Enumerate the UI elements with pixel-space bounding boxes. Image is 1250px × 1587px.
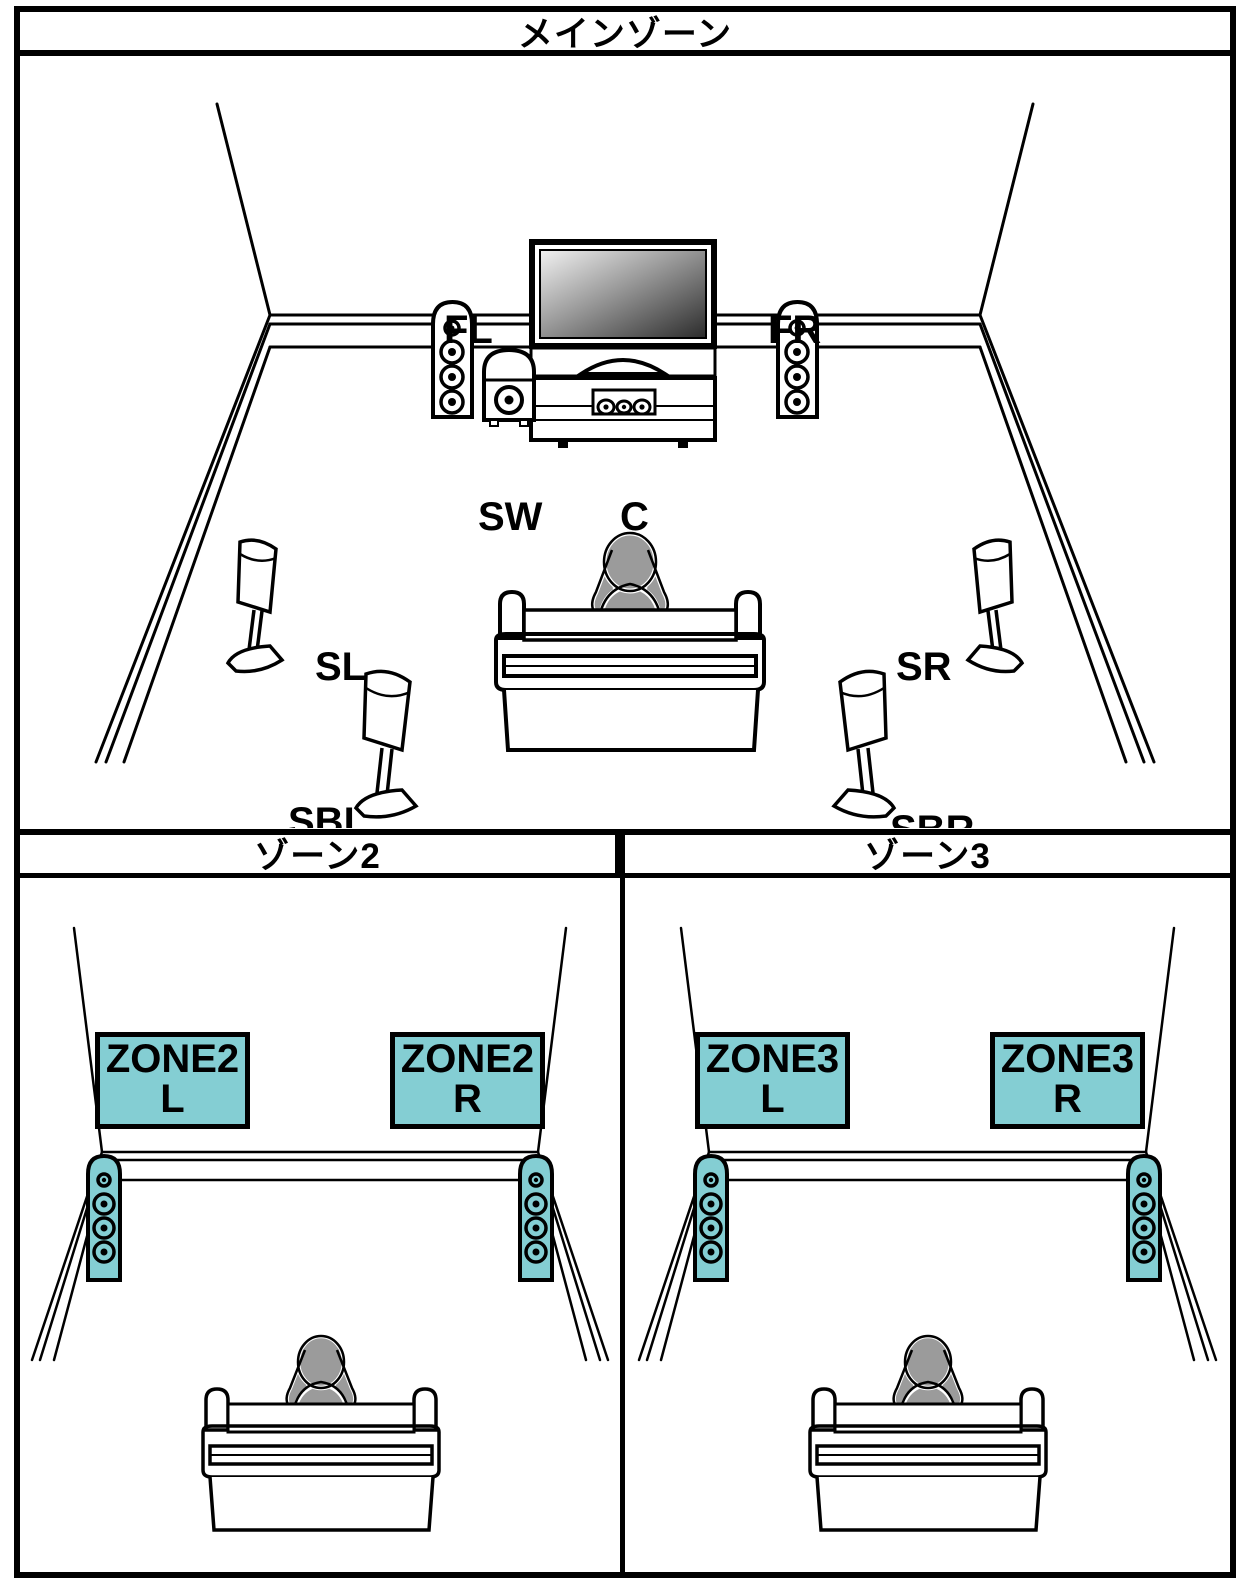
zone3-right-label-line1: ZONE3 [1000,1037,1135,1082]
zone3-panel: ZONE3 L ZONE3 R [625,880,1230,1578]
speaker-label-sl: SL [315,645,367,689]
zone2-right-label-line1: ZONE2 [400,1037,535,1082]
room-side-walls [94,313,1156,764]
speaker-label-fl: FL [444,308,493,352]
room-baseboard [100,1150,540,1182]
zone-section-rule [14,829,1236,835]
zone-vertical-divider [620,829,625,1578]
zone2-left-speaker [86,1153,122,1282]
zone3-title: ゾーン3 [625,834,1230,878]
zone2-left-label-box: ZONE2 L [95,1032,250,1129]
zone2-panel: ZONE2 L ZONE2 R [20,880,620,1578]
sofa [808,1387,1048,1532]
zone2-title: ゾーン2 [20,834,620,878]
sofa [494,589,766,752]
sofa [201,1387,441,1532]
surround-left-speaker [225,538,285,674]
zone3-right-label-line2: R [1053,1076,1082,1121]
zone2-right-label-line2: R [453,1076,482,1121]
tv-and-cabinet [529,239,717,448]
zone3-left-label-line1: ZONE3 [705,1037,840,1082]
speaker-label-sbl: SBL [288,800,368,828]
speaker-label-c: C [620,495,649,539]
speaker-label-sr: SR [896,645,952,689]
room-ceiling-lines [215,102,1035,317]
zone2-left-label-line2: L [160,1076,185,1121]
diagram-outer-frame [14,6,1236,1578]
speaker-label-sbr: SBR [890,810,974,828]
front-left-speaker [431,299,474,419]
room-baseboard [707,1150,1148,1182]
zone3-right-speaker [1126,1153,1162,1282]
surround-right-speaker [965,538,1025,674]
surround-back-left-speaker [353,669,419,819]
zone2-right-label-box: ZONE2 R [390,1032,545,1129]
zone3-left-label-box: ZONE3 L [695,1032,850,1129]
zone3-right-label-box: ZONE3 R [990,1032,1145,1129]
center-speaker [591,388,657,416]
speaker-label-sw: SW [478,495,543,539]
speaker-label-fr: FR [768,308,822,352]
surround-back-right-speaker [831,669,897,819]
zone2-left-label-line1: ZONE2 [105,1037,240,1082]
zone2-right-speaker [518,1153,554,1282]
zone3-left-speaker [693,1153,729,1282]
main-zone-panel: FL FR SW C SL SR SBL SBR [20,62,1230,828]
main-zone-title: メインゾーン [20,12,1230,56]
subwoofer [482,347,536,427]
zone3-left-label-line2: L [760,1076,785,1121]
front-right-speaker [776,299,819,419]
